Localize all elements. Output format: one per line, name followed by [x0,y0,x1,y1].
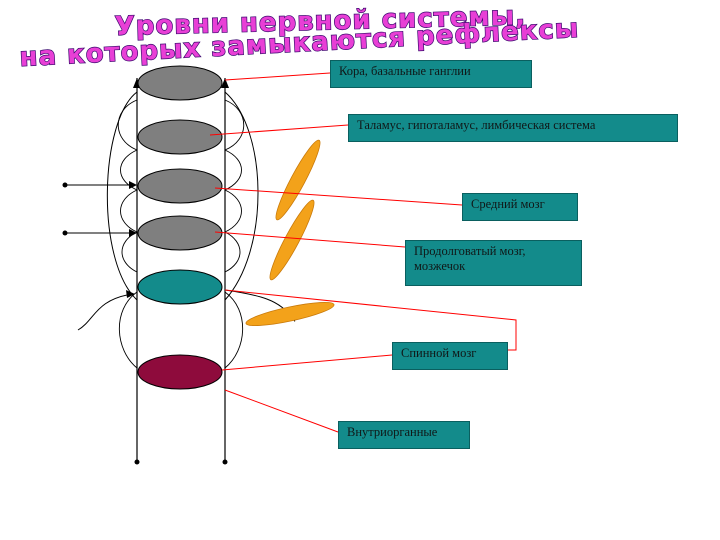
label-midbrain: Средний мозг [462,193,578,221]
level-disk-1 [137,65,223,101]
level-disk-5 [137,269,223,305]
level-disk-4 [137,215,223,251]
label-intraorgan: Внутриорганные [338,421,470,449]
level-disk-2 [137,119,223,155]
label-spinal-cord: Спинной мозг [392,342,508,370]
muscle-fibers [245,139,335,326]
label-thalamus: Таламус, гипоталамус, лимбическая систем… [348,114,678,142]
label-medulla: Продолговатый мозг, мозжечок [405,240,582,286]
level-disks [137,65,223,390]
level-disk-6 [137,354,223,390]
outer-reflex-loop [106,91,259,301]
descending-arrowhead [221,78,229,88]
level-loops [117,99,245,369]
label-cortex: Кора, базальные ганглии [330,60,532,88]
leader-lines [209,72,517,433]
level-disk-3 [137,168,223,204]
pathway-end-dot [134,459,140,465]
pathway-end-dot [222,459,228,465]
afferent-inputs [62,181,137,331]
muscle-icon [275,139,321,221]
muscle-icon [245,302,335,326]
muscle-icon [269,199,315,281]
